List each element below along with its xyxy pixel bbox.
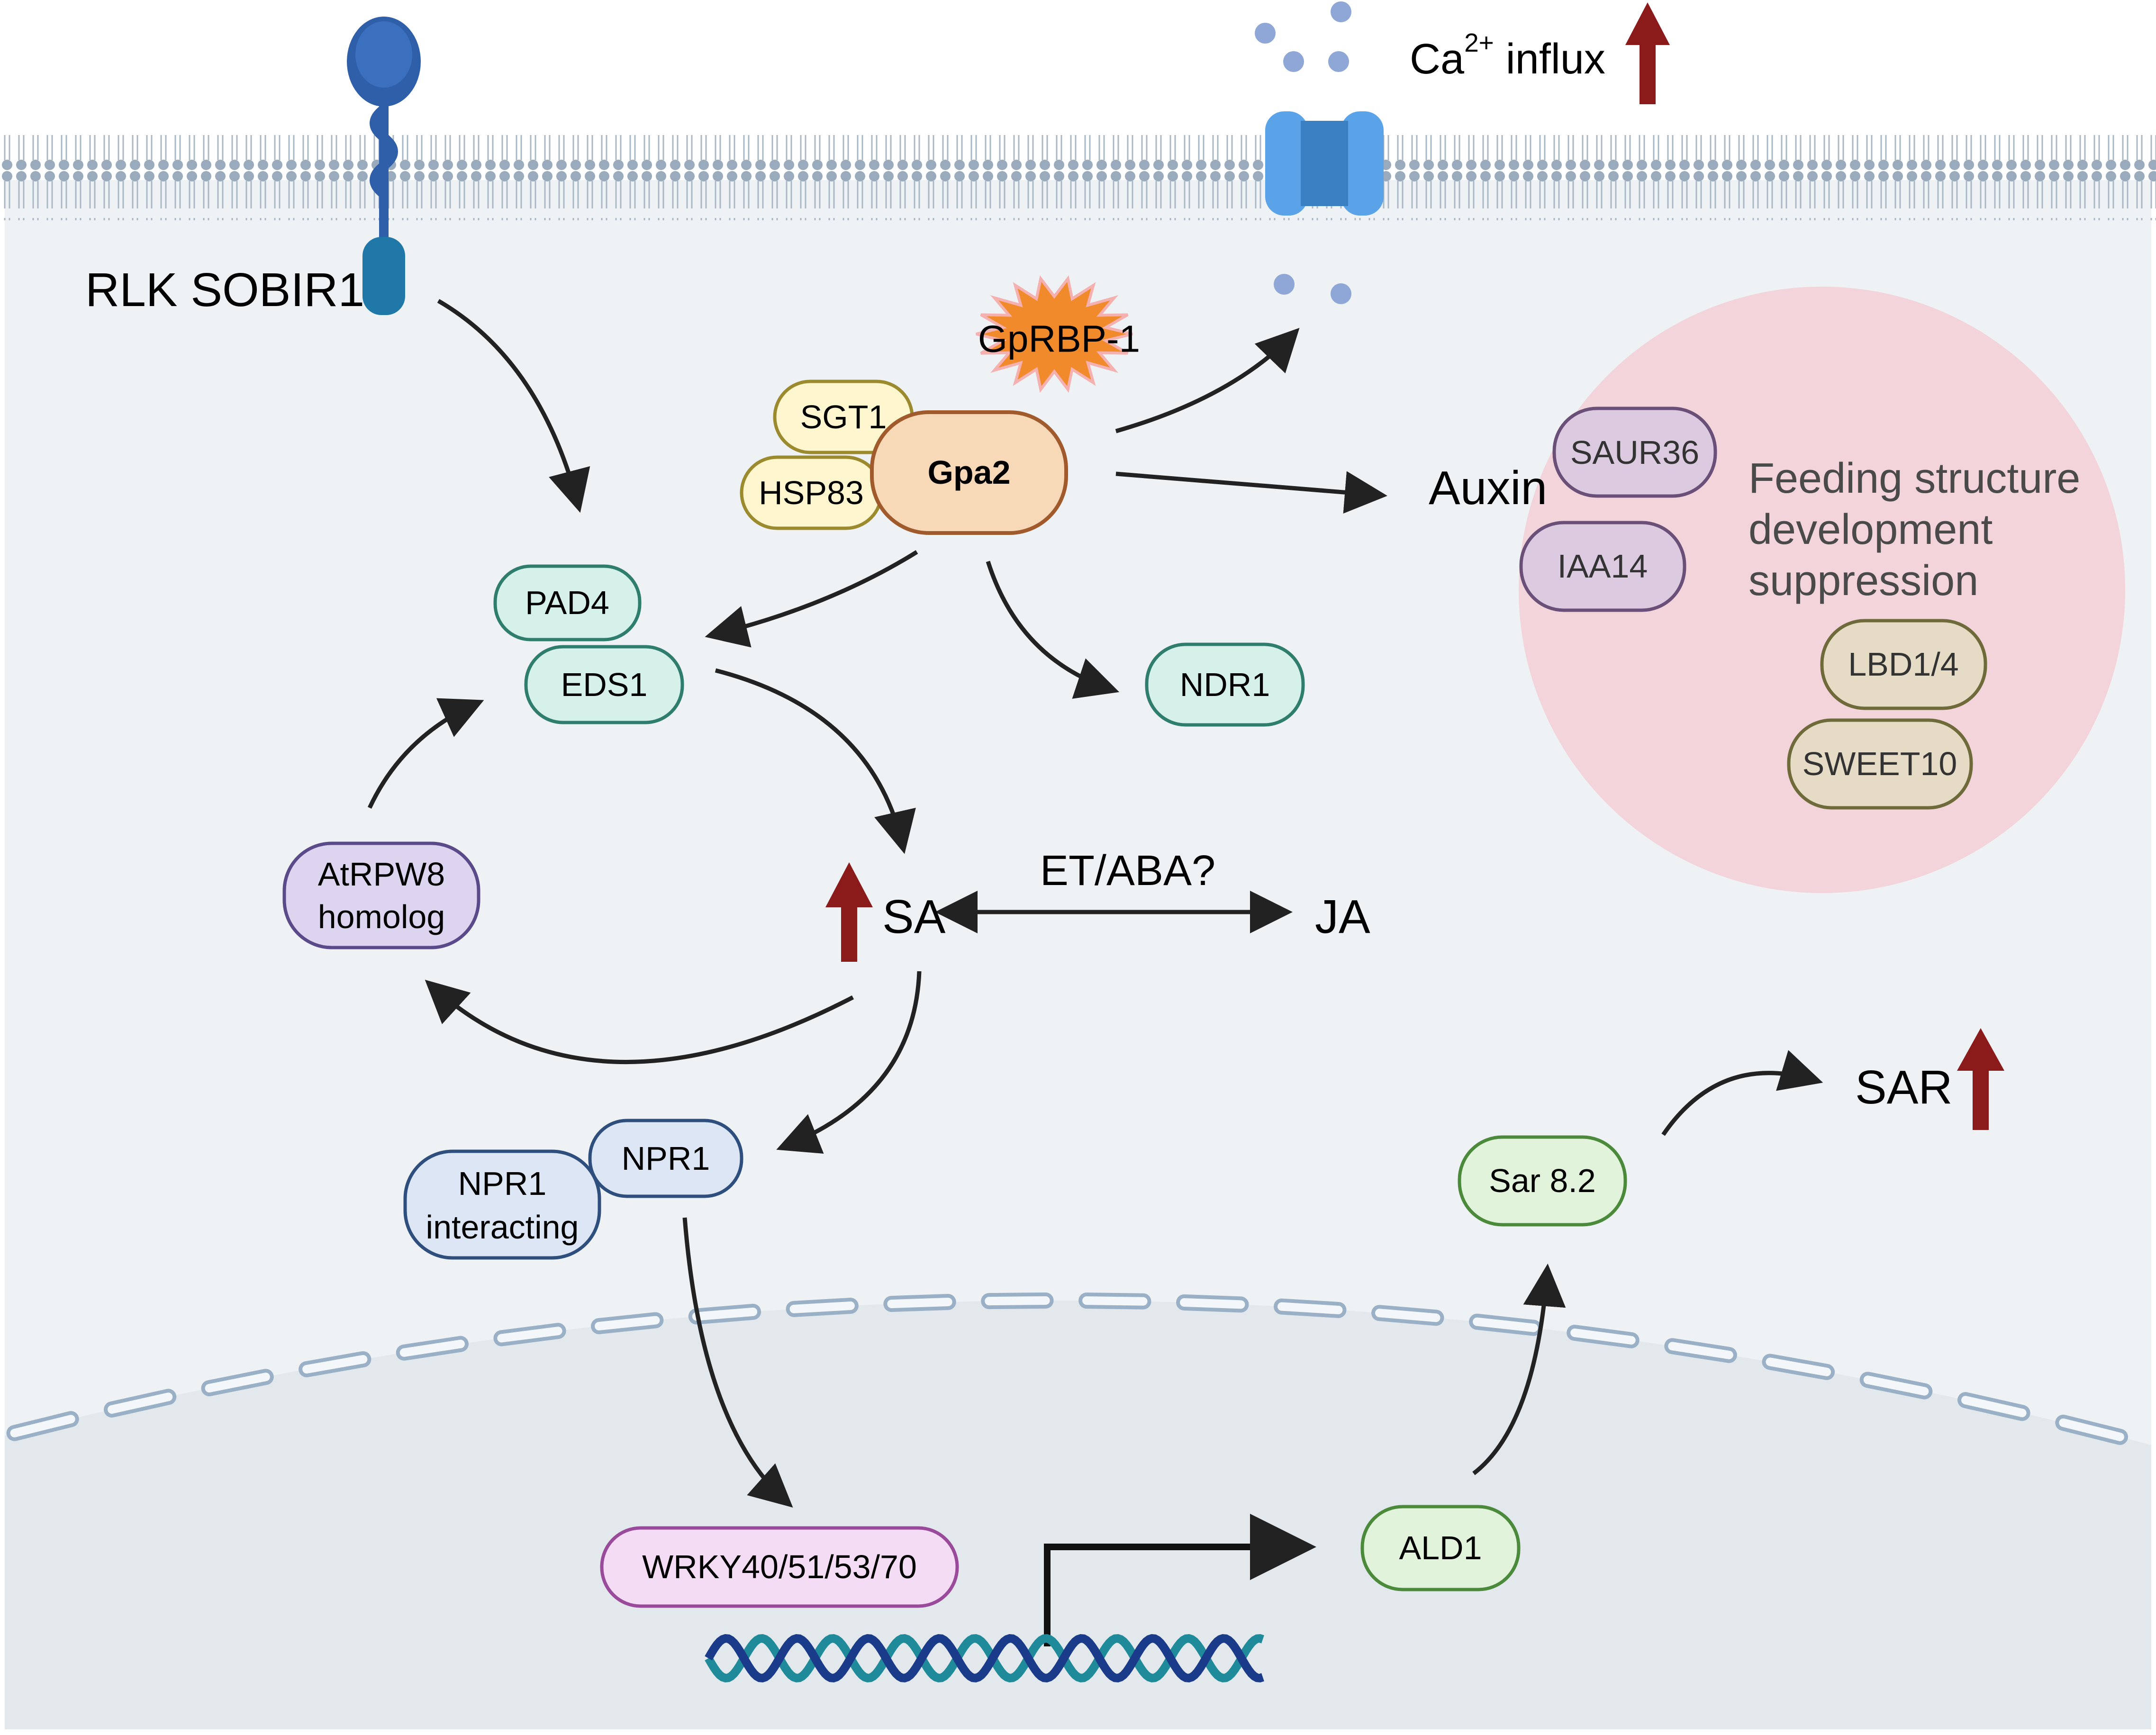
node-sweet10: SWEET10	[1787, 718, 1973, 810]
receptor-icon	[347, 17, 421, 315]
node-gpa2: Gpa2	[870, 410, 1068, 535]
auxin-label: Auxin	[1429, 461, 1547, 515]
node-npr1: NPR1	[588, 1119, 743, 1198]
edge-eds1-to-sa	[715, 668, 916, 854]
edge-ald1-to-sar82	[1472, 1264, 1566, 1475]
node-saur36: SAUR36	[1552, 407, 1717, 498]
edge-sa-to-atrpw8	[425, 979, 854, 1064]
svg-text:SGT1: SGT1	[800, 398, 887, 435]
node-sar82: Sar 8.2	[1458, 1135, 1627, 1227]
edge-atrpw8-to-eds1	[367, 698, 484, 809]
calcium-ions	[1255, 1, 1351, 304]
transcription-start-arrow-icon	[1044, 1514, 1316, 1646]
nuclear-envelope-segment	[789, 1301, 855, 1313]
edge-gpa2-to-eds1	[705, 550, 918, 648]
edge-gpa2-to-ndr1	[986, 560, 1120, 699]
up-arrow-icon	[825, 862, 873, 962]
edge-rlk-to-pad4	[437, 299, 590, 513]
nuclear-envelope-segment	[1668, 1342, 1733, 1359]
svg-text:ALD1: ALD1	[1399, 1529, 1482, 1566]
edge-gpa2-to-auxin	[1115, 471, 1387, 514]
svg-text:interacting: interacting	[426, 1209, 579, 1246]
nuclear-envelope-segment	[205, 1373, 270, 1393]
sa-label: SA	[882, 890, 946, 943]
svg-text:PAD4: PAD4	[525, 584, 609, 621]
svg-text:development: development	[1748, 506, 1993, 553]
up-arrow-icon	[1957, 1028, 2004, 1130]
gprbp1-label: GpRBP-1	[978, 318, 1140, 360]
node-pad4: PAD4	[493, 564, 642, 642]
svg-text:Gpa2: Gpa2	[927, 454, 1010, 491]
svg-text:NDR1: NDR1	[1180, 666, 1270, 703]
edge-npr1-to-wrky	[682, 1217, 793, 1508]
node-wrky: WRKY40/51/53/70	[600, 1526, 959, 1608]
svg-text:Sar 8.2: Sar 8.2	[1489, 1162, 1596, 1199]
node-ndr1: NDR1	[1145, 642, 1305, 727]
node-npr1-interacting: NPR1 interacting	[403, 1149, 601, 1260]
svg-text:HSP83: HSP83	[759, 474, 864, 511]
nuclear-envelope-segment	[1277, 1302, 1343, 1314]
node-lbd: LBD1/4	[1820, 619, 1987, 710]
node-hsp83: HSP83	[740, 455, 883, 530]
sar-label: SAR	[1855, 1061, 1953, 1114]
nuclear-envelope-segment	[399, 1339, 465, 1357]
nuclear-envelope-segment	[595, 1316, 660, 1331]
dna-helix-icon	[705, 1634, 1264, 1683]
nuclear-envelope-segment	[2059, 1418, 2124, 1441]
node-sgt1: SGT1	[773, 380, 914, 454]
node-atrpw8: AtRPW8 homolog	[282, 841, 480, 949]
dna-strand	[705, 1634, 1264, 1683]
svg-text:WRKY40/51/53/70: WRKY40/51/53/70	[642, 1548, 917, 1585]
nuclear-envelope-segment	[1473, 1317, 1538, 1332]
node-iaa14: IAA14	[1519, 521, 1686, 612]
nuclear-envelope-segment	[1961, 1396, 2027, 1418]
nuclear-envelope-segment	[1766, 1357, 1831, 1376]
up-arrow-icon	[1625, 2, 1670, 104]
svg-text:suppression: suppression	[1748, 557, 1978, 605]
edge-gpa2-to-ca	[1115, 328, 1300, 434]
svg-text:NPR1: NPR1	[458, 1165, 547, 1202]
svg-text:SWEET10: SWEET10	[1803, 745, 1957, 782]
nuclear-envelope-segment	[1863, 1375, 1929, 1396]
nuclear-envelope-segment	[10, 1415, 75, 1437]
nuclear-envelope-segment	[692, 1307, 758, 1321]
ca-influx-label: Ca2+ influx	[1410, 28, 1605, 83]
nuclear-envelope	[6, 1292, 2128, 1445]
nuclear-envelope-segment	[497, 1327, 562, 1343]
svg-text:LBD1/4: LBD1/4	[1848, 646, 1958, 683]
feeding-structure-label: Feeding structure development suppressio…	[1748, 455, 2080, 605]
nucleus	[5, 1300, 2151, 1729]
svg-text:NPR1: NPR1	[622, 1140, 710, 1177]
ja-label: JA	[1315, 890, 1370, 943]
edge-sar82-to-sar	[1661, 1050, 1823, 1136]
node-ald1: ALD1	[1360, 1505, 1521, 1591]
svg-text:Feeding structure: Feeding structure	[1748, 455, 2080, 502]
plasma-membrane	[0, 135, 2156, 220]
svg-text:IAA14: IAA14	[1558, 548, 1648, 585]
ion-channel-icon	[1265, 111, 1384, 216]
nuclear-envelope-segment	[108, 1392, 173, 1414]
svg-text:homolog: homolog	[318, 898, 445, 935]
nuclear-envelope-segment	[1570, 1328, 1636, 1345]
nuclear-envelope-segment	[887, 1298, 952, 1309]
node-eds1: EDS1	[524, 645, 684, 724]
nuclear-envelope-segment	[1375, 1309, 1440, 1322]
edge-sa-to-npr1	[776, 971, 922, 1154]
svg-text:AtRPW8: AtRPW8	[318, 856, 445, 893]
starburst-icon	[976, 275, 1133, 393]
svg-text:SAUR36: SAUR36	[1570, 434, 1699, 471]
nuclear-envelope-segment	[302, 1355, 368, 1374]
rlk-sobir1-label: RLK SOBIR1	[85, 263, 364, 316]
svg-text:EDS1: EDS1	[561, 666, 648, 703]
et-aba-label: ET/ABA?	[1040, 847, 1215, 895]
nuclear-envelope-segment	[1180, 1298, 1245, 1309]
